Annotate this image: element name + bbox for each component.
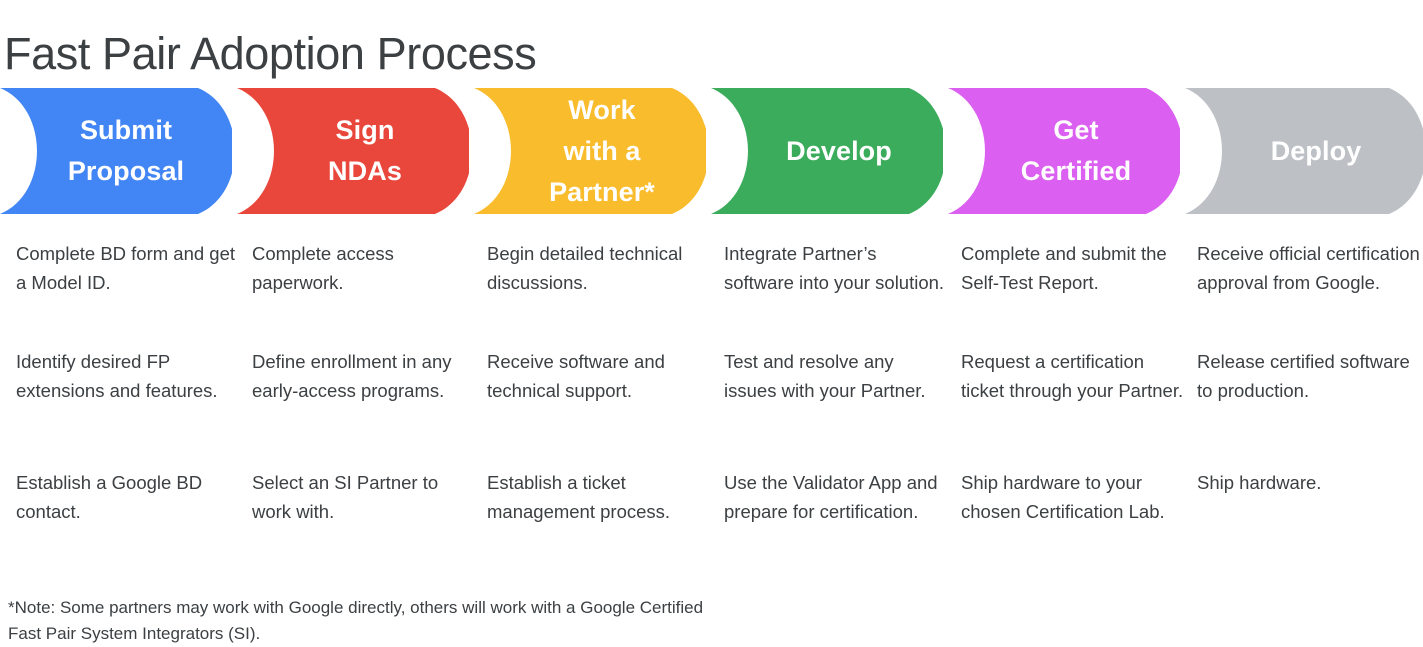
stage-submit-proposal-label: Submit Proposal [67, 115, 185, 186]
detail-item: Complete and submit the Self-Test Report… [961, 243, 1167, 293]
detail-item: Integrate Partner’s software into your s… [724, 243, 945, 293]
detail-item: Request a certification ticket through y… [961, 351, 1184, 401]
stage-get-certified-label: Get Certified [1020, 115, 1132, 186]
detail-item: Select an SI Partner to work with. [252, 472, 439, 522]
stage-sign-ndas-label: Sign NDAs [328, 115, 402, 186]
stage-get-certified[interactable]: Get Certified [948, 88, 1180, 214]
stage-submit-proposal-shape [0, 88, 232, 214]
detail-item: Release certified software to production… [1197, 351, 1410, 401]
stage-work-with-a-partner-label: Work with a Partner* [549, 94, 655, 207]
detail-item: Define enrollment in any early-access pr… [252, 351, 452, 401]
detail-item: Establish a ticket management process. [487, 472, 671, 522]
stage-submit-proposal[interactable]: Submit Proposal [0, 88, 232, 214]
stage-sign-ndas[interactable]: Sign NDAs [237, 88, 469, 214]
process-banner: Submit Proposal Sign NDAs Work with a Part… [0, 88, 1423, 214]
detail-item: Receive official certification approval … [1197, 243, 1420, 293]
stage-develop[interactable]: Develop [711, 88, 943, 214]
page-title: Fast Pair Adoption Process [4, 28, 537, 80]
stage-deploy-shape [1185, 88, 1423, 214]
detail-grid: Complete BD form and get a Model ID. Iden… [0, 239, 1423, 559]
stage-get-certified-shape [948, 88, 1180, 214]
stage-sign-ndas-shape [237, 88, 469, 214]
stage-deploy-label: Deploy [1270, 135, 1362, 166]
detail-item: Ship hardware to your chosen Certificati… [961, 472, 1165, 522]
stage-work-with-a-partner[interactable]: Work with a Partner* [474, 88, 706, 214]
detail-item: Complete access paperwork. [252, 243, 394, 293]
detail-item: Establish a Google BD contact. [16, 472, 203, 522]
detail-item: Complete BD form and get a Model ID. [16, 243, 236, 293]
stage-develop-shape [711, 88, 943, 214]
footnote-note: *Note: Some partners may work with Googl… [8, 598, 704, 643]
stage-work-with-a-partner-shape [474, 88, 706, 214]
detail-item: Test and resolve any issues with your Pa… [724, 351, 926, 401]
stage-deploy[interactable]: Deploy [1185, 88, 1423, 214]
stage-develop-label: Develop [786, 135, 892, 166]
detail-item: Use the Validator App and prepare for ce… [724, 472, 938, 522]
detail-item: Receive software and technical support. [487, 351, 665, 401]
detail-item: Begin detailed technical discussions. [487, 243, 683, 293]
detail-item: Identify desired FP extensions and featu… [16, 351, 218, 401]
detail-item: Ship hardware. [1197, 472, 1322, 493]
